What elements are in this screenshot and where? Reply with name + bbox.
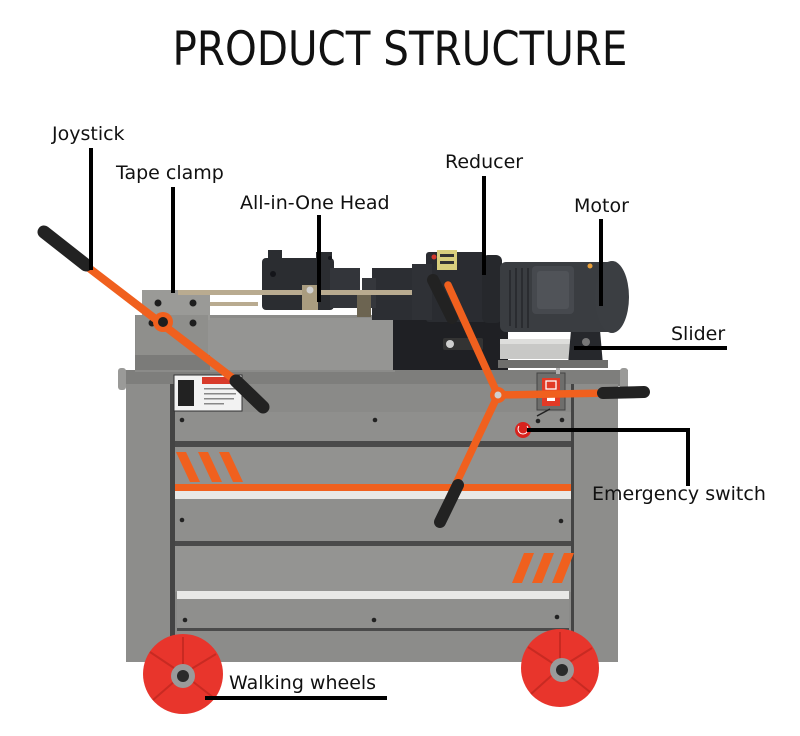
label-walking-wheels: Walking wheels xyxy=(229,672,377,694)
motor xyxy=(500,261,629,333)
clamp-rods xyxy=(178,285,433,317)
label-joystick: Joystick xyxy=(52,123,125,145)
wheel-left xyxy=(143,634,223,714)
cabinet-left-column xyxy=(126,384,174,662)
orange-slash-stripes-right xyxy=(512,553,574,583)
cabinet-top-rim xyxy=(120,370,628,386)
all-in-one-head xyxy=(262,250,432,320)
joystick-left xyxy=(37,225,270,414)
label-all-in-one-head: All-in-One Head xyxy=(240,192,390,214)
cabinet xyxy=(118,362,628,662)
orange-slash-stripes-left xyxy=(176,452,243,482)
label-motor: Motor xyxy=(574,195,629,217)
label-emergency-switch: Emergency switch xyxy=(592,483,766,505)
cabinet-right-column xyxy=(572,384,618,662)
label-tape-clamp: Tape clamp xyxy=(116,162,224,184)
wheel-right xyxy=(521,629,599,707)
tape-clamp-block xyxy=(136,290,210,355)
joystick-right xyxy=(427,274,650,528)
leader-line-emergency-switch xyxy=(527,428,690,486)
reducer xyxy=(412,250,502,323)
label-slider: Slider xyxy=(671,323,726,345)
white-stripe-band xyxy=(175,491,571,499)
page-title: PRODUCT STRUCTURE xyxy=(172,22,628,77)
warning-label xyxy=(173,374,243,412)
upper-bed xyxy=(135,290,608,372)
orange-stripe-band xyxy=(175,484,571,491)
rivets xyxy=(179,417,565,623)
label-reducer: Reducer xyxy=(445,151,524,173)
